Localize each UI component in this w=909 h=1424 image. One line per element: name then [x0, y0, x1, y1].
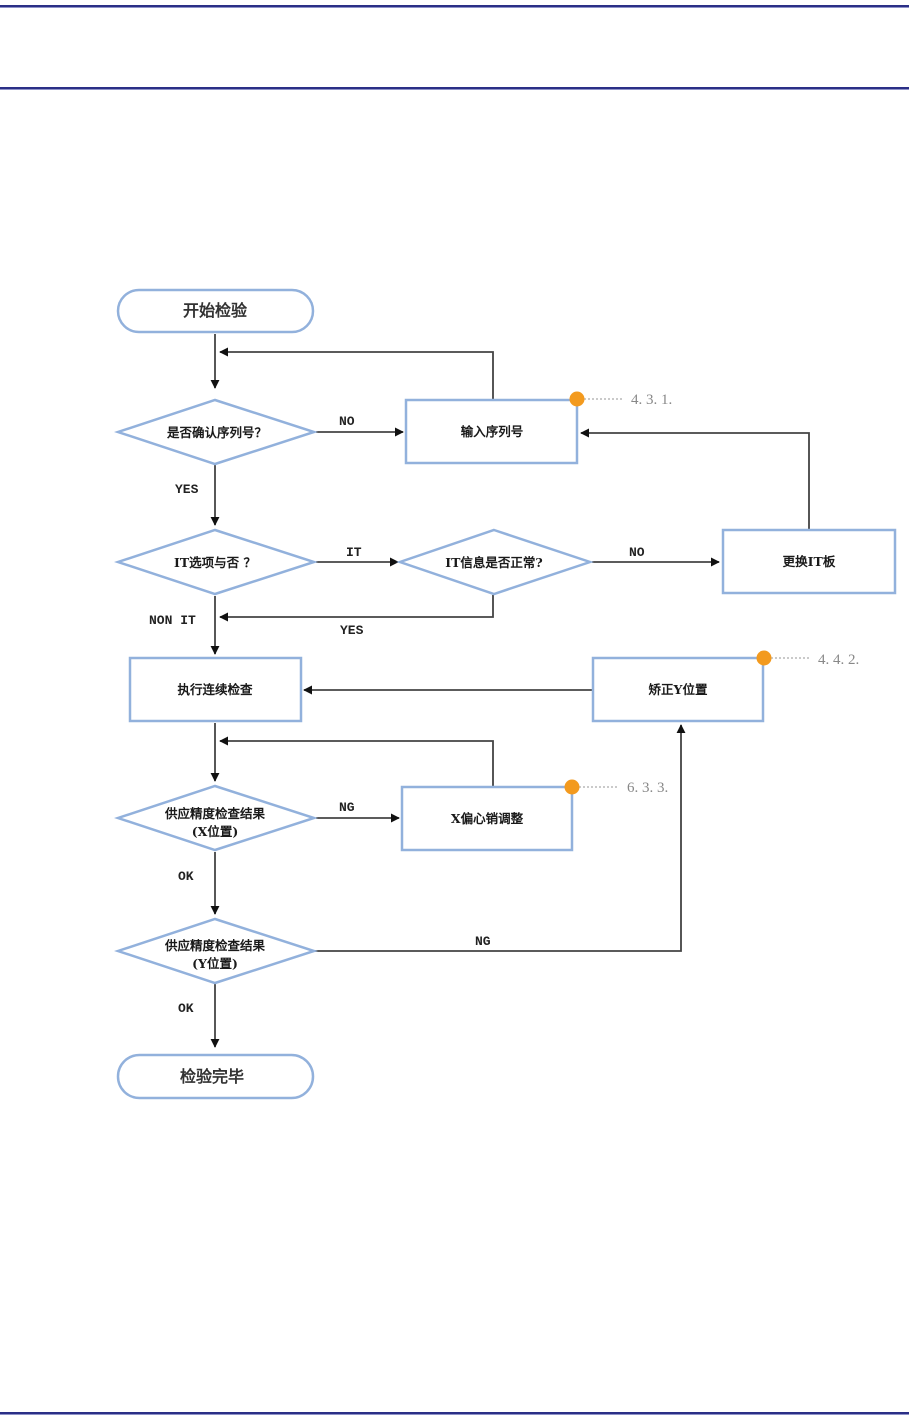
reference-x-pin-adjust: 6. 3. 3.: [565, 780, 669, 797]
reference-label: 4. 4. 2.: [818, 652, 859, 668]
label-check-y-ng: NG: [475, 934, 491, 949]
node-replace-it-board: 更换IT板: [723, 530, 895, 593]
label-it-option-it: IT: [346, 545, 362, 560]
label-it-info-no: NO: [629, 545, 645, 560]
label-it-info-yes: YES: [340, 623, 364, 638]
node-start: 开始检验: [118, 290, 313, 332]
edge-input-serial-back: [220, 352, 493, 399]
label-confirm-yes: YES: [175, 482, 199, 497]
input-serial-label: 输入序列号: [461, 424, 524, 439]
node-confirm-serial: 是否确认序列号？: [118, 400, 314, 464]
check-x-label-line1: 供应精度检查结果: [164, 806, 266, 821]
end-label: 检验完毕: [180, 1067, 244, 1086]
reference-label: 4. 3. 1.: [631, 392, 672, 408]
edge-replace-to-input: [581, 433, 809, 529]
reference-label: 6. 3. 3.: [627, 780, 668, 796]
node-correct-y: 矫正Y位置: [593, 658, 763, 721]
it-option-label: IT选项与否 ？: [174, 555, 256, 570]
node-check-x: 供应精度检查结果 (X位置): [118, 786, 314, 850]
reference-marker-dot: [757, 651, 772, 666]
label-confirm-no: NO: [339, 414, 355, 429]
label-check-y-ok: OK: [178, 1001, 194, 1016]
node-check-y: 供应精度检查结果 (Y位置): [118, 919, 314, 983]
correct-y-label: 矫正Y位置: [649, 682, 708, 697]
x-pin-adjust-label: X偏心销调整: [451, 811, 524, 826]
it-info-label: IT信息是否正常?: [445, 555, 542, 570]
replace-it-board-label: 更换IT板: [783, 554, 836, 569]
edge-it-info-yes: [220, 595, 493, 617]
node-x-pin-adjust: X偏心销调整: [402, 787, 572, 850]
label-check-x-ng: NG: [339, 800, 355, 815]
label-it-option-non-it: NON IT: [149, 613, 196, 628]
node-run-continuous-check: 执行连续检查: [130, 658, 301, 721]
edge-x-pin-back: [220, 741, 493, 786]
node-it-option: IT选项与否 ？: [118, 530, 314, 594]
reference-input-serial: 4. 3. 1.: [570, 392, 673, 409]
check-y-label-line2: (Y位置): [192, 956, 238, 971]
reference-correct-y: 4. 4. 2.: [757, 651, 860, 669]
start-label: 开始检验: [183, 301, 248, 320]
confirm-serial-label: 是否确认序列号？: [166, 425, 267, 440]
check-y-label-line1: 供应精度检查结果: [164, 938, 266, 953]
node-input-serial: 输入序列号: [406, 400, 577, 463]
node-end: 检验完毕: [118, 1055, 313, 1098]
reference-marker-dot: [570, 392, 585, 407]
reference-marker-dot: [565, 780, 580, 795]
label-check-x-ok: OK: [178, 869, 194, 884]
node-it-info: IT信息是否正常?: [400, 530, 590, 594]
check-x-label-line2: (X位置): [192, 824, 239, 839]
run-continuous-check-label: 执行连续检查: [177, 682, 253, 697]
